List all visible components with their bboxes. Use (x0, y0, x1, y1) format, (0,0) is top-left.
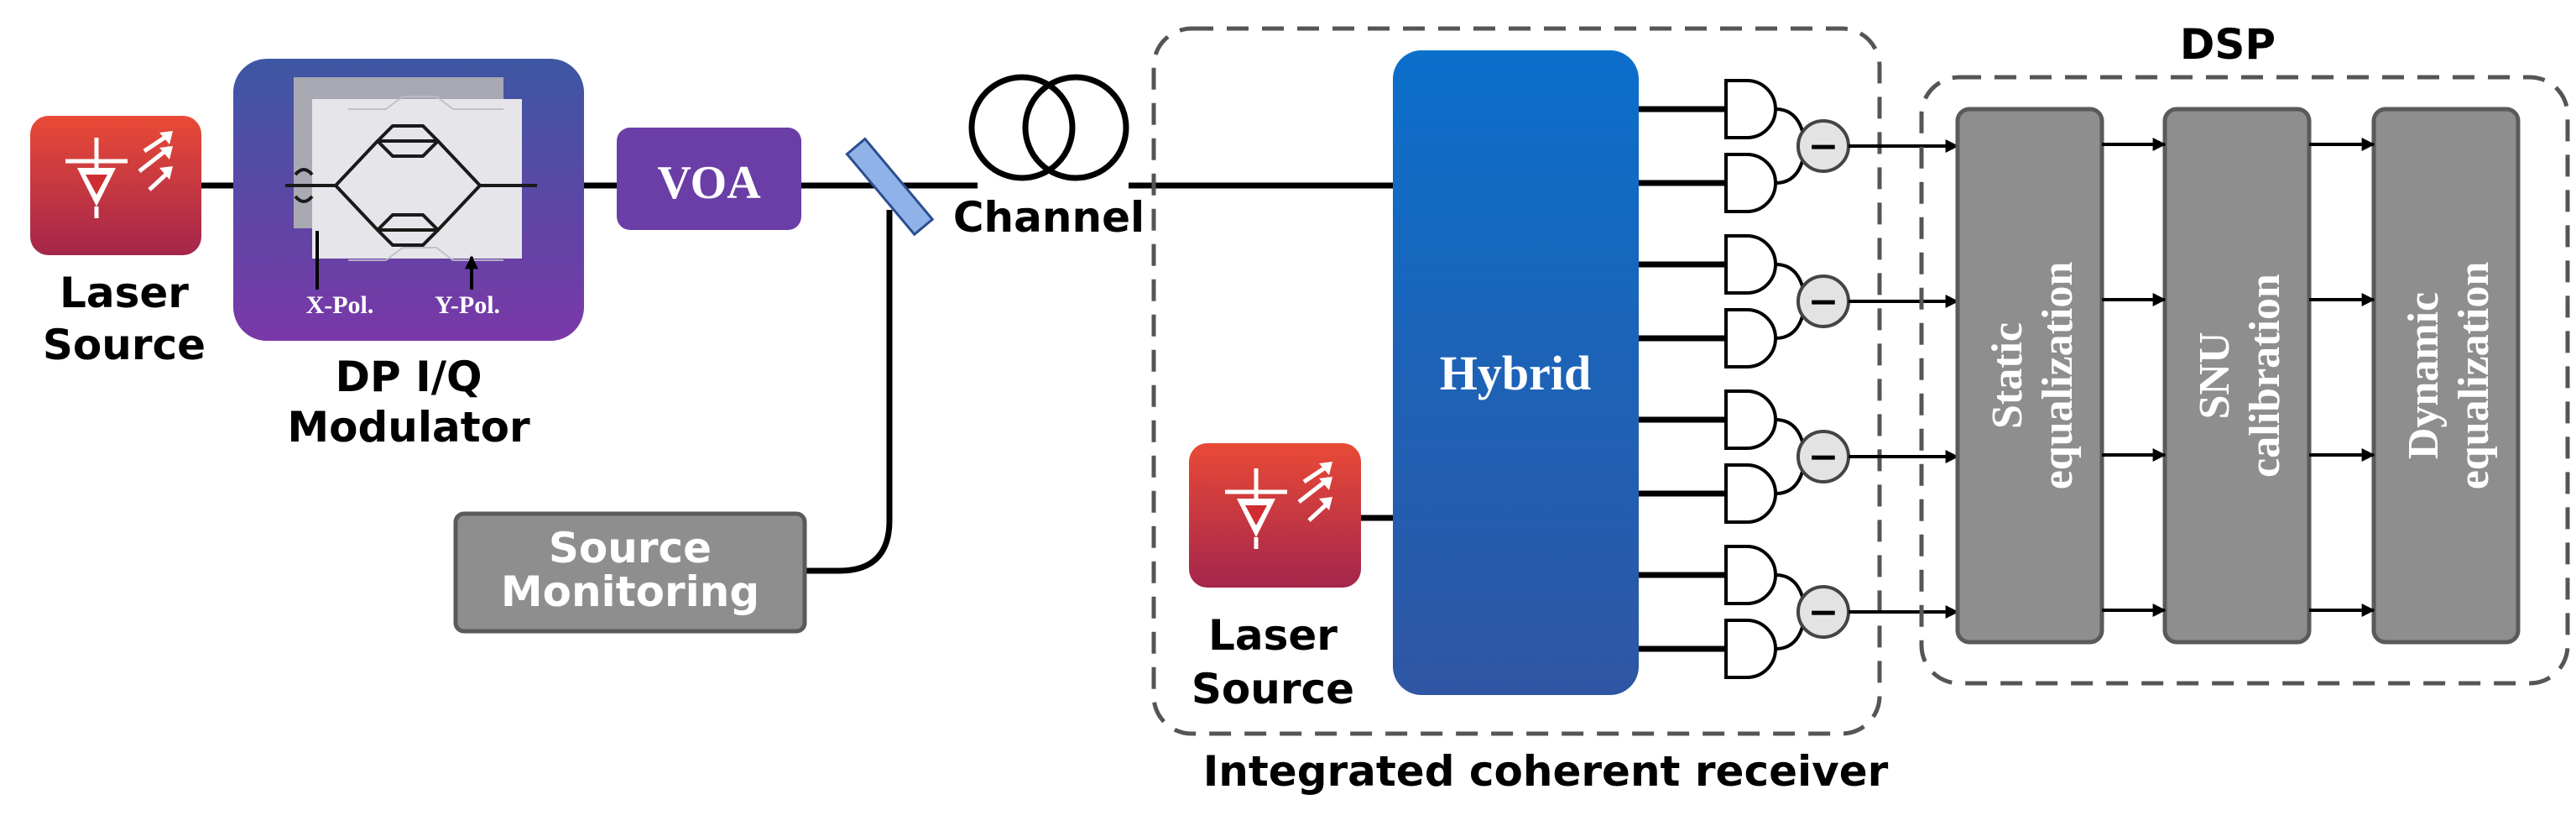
rx-laser-label-line2: Source (1192, 665, 1354, 713)
mach-zehnder-icon (285, 124, 537, 247)
subtract-symbol: − (1808, 591, 1839, 634)
rx-laser-label-line1: Laser (1208, 611, 1338, 660)
dsp-stage-label-line2: equalization (2450, 262, 2498, 490)
subtract-symbol: − (1808, 280, 1839, 323)
balanced-detectors: − − − − (1639, 79, 1959, 679)
dsp-title: DSP (2180, 20, 2276, 69)
dsp-stage-label-line2: equalization (2034, 262, 2082, 490)
receiver-title: Integrated coherent receiver (1203, 747, 1889, 796)
channel-label: Channel (953, 193, 1145, 242)
receiver-boundary (1151, 26, 1882, 736)
voa-block: VOA (617, 128, 801, 230)
dsp-boundary (1919, 75, 2570, 686)
voa-label: VOA (657, 157, 761, 209)
dsp-stage-label-line2: calibration (2241, 274, 2289, 478)
tx-laser-label-line1: Laser (60, 269, 189, 317)
hybrid-block: Hybrid (1393, 50, 1639, 695)
monitor-label-line2: Monitoring (501, 567, 759, 616)
dsp-stage-label-line1: Static (1984, 322, 2031, 429)
dsp-stage-label-line1: Dynamic (2400, 292, 2448, 459)
modulator-label-line1: DP I/Q (336, 353, 482, 401)
balanced-photodetector-icon: − (1639, 79, 1959, 213)
y-pol-label: Y-Pol. (435, 291, 500, 319)
modulator-label-line2: Modulator (287, 403, 530, 452)
dsp-stage-label-line1: SNU (2191, 332, 2239, 419)
balanced-photodetector-icon: − (1639, 389, 1959, 524)
hybrid-label: Hybrid (1440, 346, 1592, 400)
subtract-symbol: − (1808, 125, 1839, 168)
monitor-label-line1: Source (549, 524, 712, 572)
dp-iq-modulator (233, 59, 584, 341)
rx-laser-source (1189, 443, 1361, 588)
beam-splitter-icon (845, 137, 935, 237)
balanced-photodetector-icon: − (1639, 234, 1959, 368)
dsp-arrows (2102, 138, 2375, 617)
fiber-coil-icon (968, 74, 1129, 181)
tx-laser-label-line2: Source (43, 321, 206, 369)
source-monitoring-block: Source Monitoring (453, 511, 807, 634)
subtract-symbol: − (1808, 436, 1839, 478)
tx-laser-source (30, 116, 201, 255)
x-pol-label: X-Pol. (306, 291, 374, 319)
balanced-photodetector-icon: − (1639, 545, 1959, 679)
